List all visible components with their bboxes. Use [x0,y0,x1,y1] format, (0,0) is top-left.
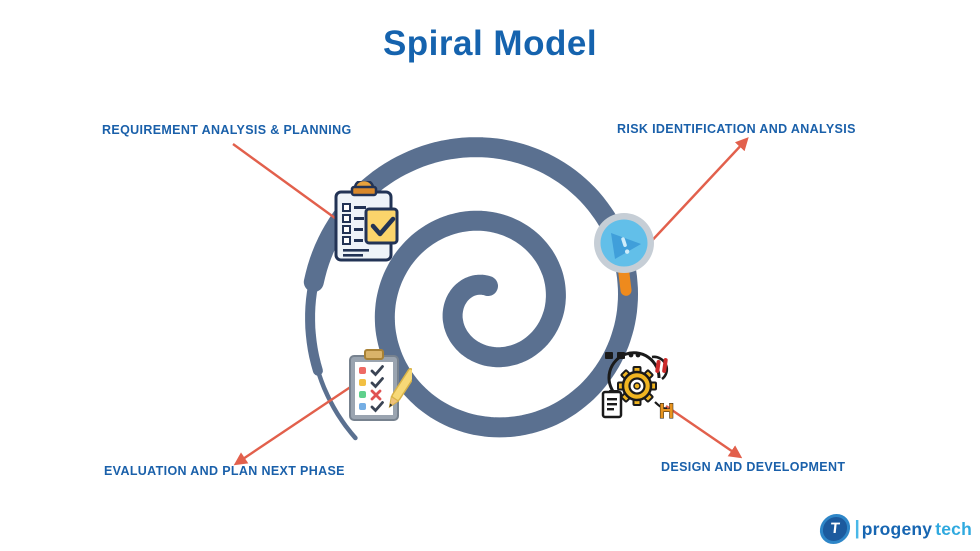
connector-line-requirement [232,143,347,227]
logo-separator: | [854,518,860,539]
brand-logo-icon: T [818,514,853,544]
risk-magnifier-icon [594,213,654,296]
checklist-clipboard-icon [334,181,399,262]
spiral-shape [303,137,638,441]
phase-label-design-development: DESIGN AND DEVELOPMENT [661,460,846,474]
logo-text-secondary: tech [935,518,972,539]
connector-line-design [665,405,743,459]
phase-label-requirement-analysis: REQUIREMENT ANALYSIS & PLANNING [102,123,352,137]
phase-label-evaluation: EVALUATION AND PLAN NEXT PHASE [104,464,345,478]
evaluation-clipboard-icon [349,349,412,421]
page-title: Spiral Model [382,24,598,63]
phase-label-risk-identification: RISK IDENTIFICATION AND ANALYSIS [617,122,856,136]
logo-text-primary: progeny [861,518,933,539]
svg-text:H: H [659,400,674,423]
development-gear-icon: H [601,351,675,424]
connector-line-evaluation [233,385,353,466]
brand-logo: T | progeny tech [818,514,972,544]
connector-line-risk [645,137,749,248]
